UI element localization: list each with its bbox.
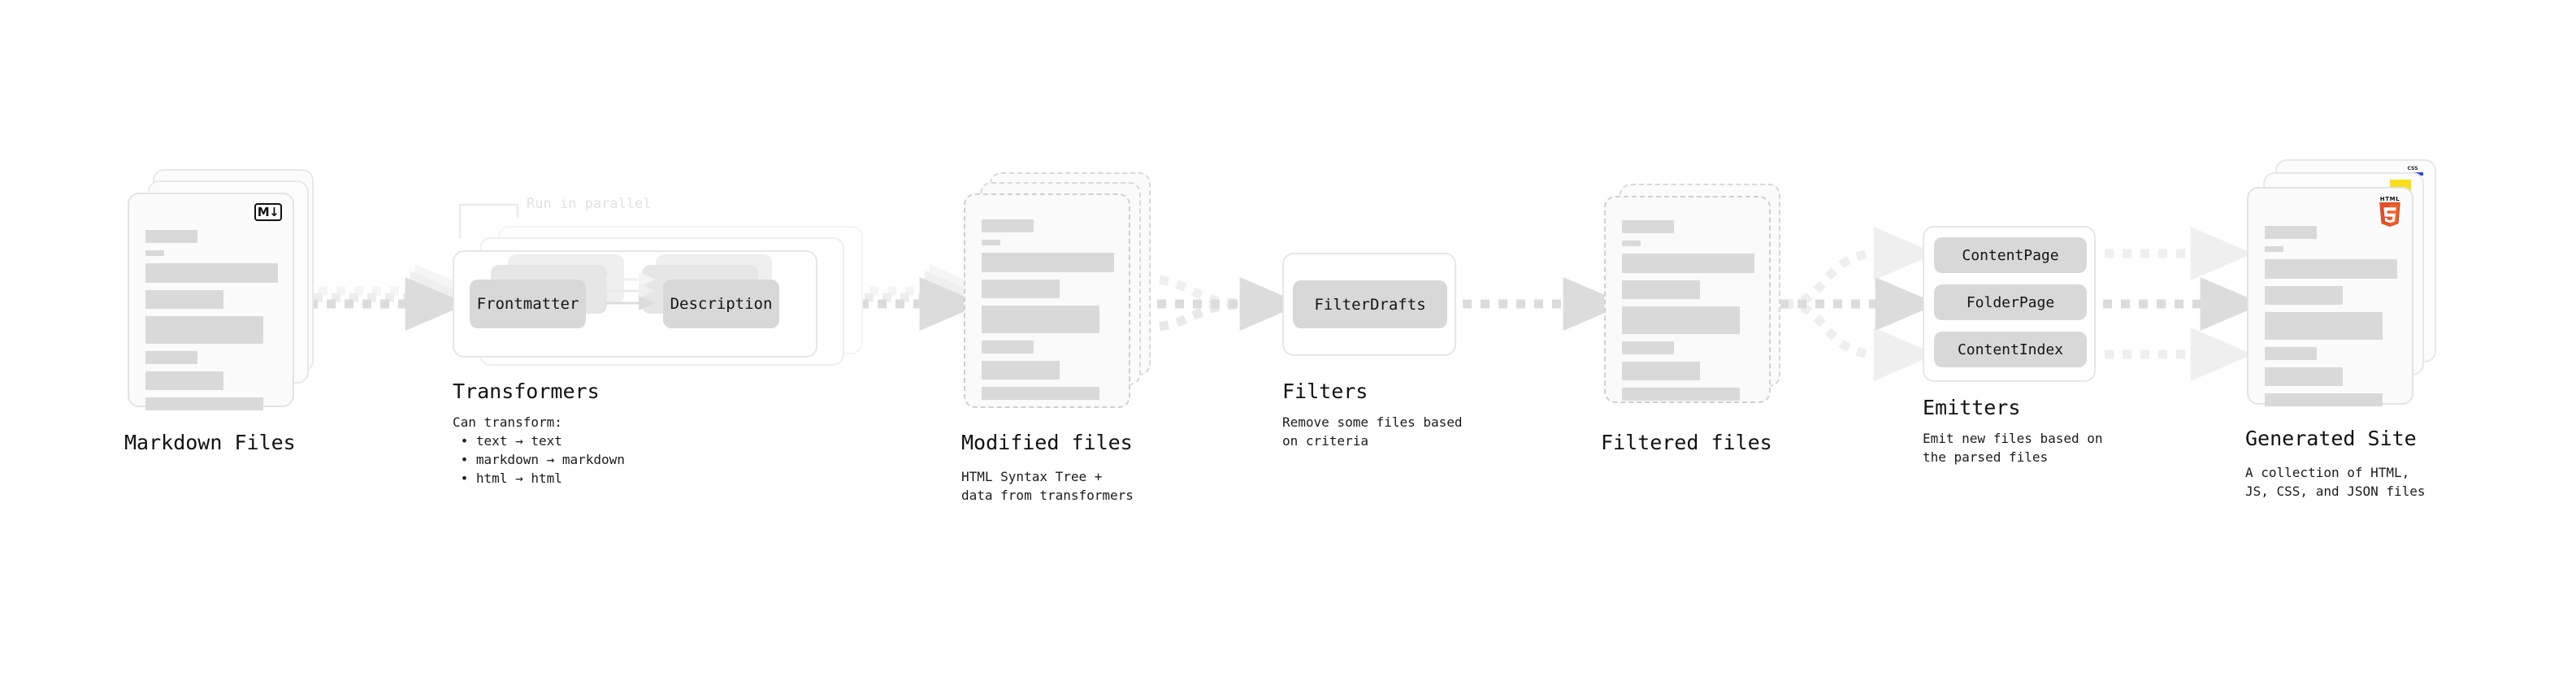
chip-frontmatter[interactable]: Frontmatter: [470, 280, 586, 328]
content-bar: [1622, 280, 1700, 299]
stage-caption-modified-files: HTML Syntax Tree + data from transformer…: [961, 469, 1134, 503]
html5-badge-label: HTML: [2379, 196, 2400, 202]
document-content-bars: [1622, 220, 1754, 408]
chip-description[interactable]: Description: [663, 280, 779, 328]
content-bar: [1622, 220, 1674, 233]
stage-caption-filters: Remove some files based on criteria: [1282, 414, 1463, 449]
stage-caption-transformers: Can transform: • text → text • markdown …: [453, 414, 625, 486]
arrow-markdown-to-transformers: [309, 264, 478, 331]
content-bar: [2265, 393, 2383, 406]
stage-caption-generated-site: A collection of HTML, JS, CSS, and JSON …: [2245, 465, 2426, 499]
content-bar: [982, 306, 1099, 333]
content-bar: [2265, 226, 2317, 239]
stage-title-modified-files: Modified files: [961, 431, 1133, 454]
content-bar: [982, 240, 1000, 245]
markdown-badge-arrow: ↓: [269, 204, 280, 219]
document-card-markdown: M↓: [128, 193, 294, 410]
markdown-badge: M↓: [254, 203, 282, 221]
content-bar: [2265, 347, 2317, 360]
arrow-modified-to-filters: [1139, 274, 1303, 332]
content-bar: [982, 253, 1114, 272]
stage-title-emitters: Emitters: [1923, 396, 2021, 419]
content-bar: [2265, 286, 2343, 305]
content-bar: [145, 230, 197, 243]
chip-contentindex[interactable]: ContentIndex: [1934, 332, 2087, 367]
stage-title-filtered-files: Filtered files: [1601, 431, 1772, 454]
content-bar: [145, 316, 263, 344]
content-bar: [1622, 241, 1641, 246]
stage-title-generated-site: Generated Site: [2245, 427, 2417, 450]
content-bar: [1622, 306, 1740, 334]
arrow-emitters-to-site: [2103, 227, 2263, 381]
content-bar: [1622, 362, 1700, 380]
chip-filterdrafts[interactable]: FilterDrafts: [1293, 280, 1447, 328]
content-bar: [2265, 259, 2397, 279]
content-bar: [1622, 341, 1674, 354]
html5-shield-icon: [2378, 202, 2402, 229]
chip-contentpage[interactable]: ContentPage: [1934, 237, 2087, 273]
content-bar: [145, 263, 278, 283]
stage-title-markdown-files: Markdown Files: [124, 431, 296, 454]
content-bar: [145, 351, 197, 364]
content-bar: [145, 397, 263, 410]
document-card-generated: HTML: [2247, 187, 2413, 406]
arrow-filtered-to-emitters: [1780, 227, 1938, 381]
content-bar: [145, 290, 223, 309]
chip-folderpage[interactable]: FolderPage: [1934, 284, 2087, 320]
content-bar: [982, 280, 1060, 298]
document-card-modified: [964, 193, 1130, 408]
content-bar: [982, 387, 1099, 400]
css-badge-label: CSS: [2407, 166, 2418, 171]
document-content-bars: [145, 230, 278, 418]
content-bar: [982, 361, 1060, 380]
stage-title-transformers: Transformers: [453, 380, 600, 403]
content-bar: [2265, 367, 2343, 386]
html5-badge: HTML: [2378, 196, 2402, 228]
document-content-bars: [982, 219, 1114, 407]
content-bar: [1622, 254, 1754, 273]
markdown-badge-letter: M: [257, 204, 270, 219]
content-bar: [2265, 312, 2383, 340]
content-bar: [982, 219, 1034, 232]
content-bar: [145, 250, 164, 256]
stage-caption-emitters: Emit new files based on the parsed files: [1923, 431, 2103, 465]
content-bar: [2265, 246, 2283, 252]
document-card-filtered: [1604, 196, 1771, 403]
stage-title-filters: Filters: [1282, 380, 1368, 403]
content-bar: [145, 371, 223, 390]
content-bar: [982, 340, 1034, 354]
content-bar: [1622, 388, 1740, 401]
document-content-bars: [2265, 226, 2397, 414]
transformer-inner-arrows: [605, 272, 656, 310]
run-in-parallel-note: Run in parallel: [527, 196, 652, 212]
